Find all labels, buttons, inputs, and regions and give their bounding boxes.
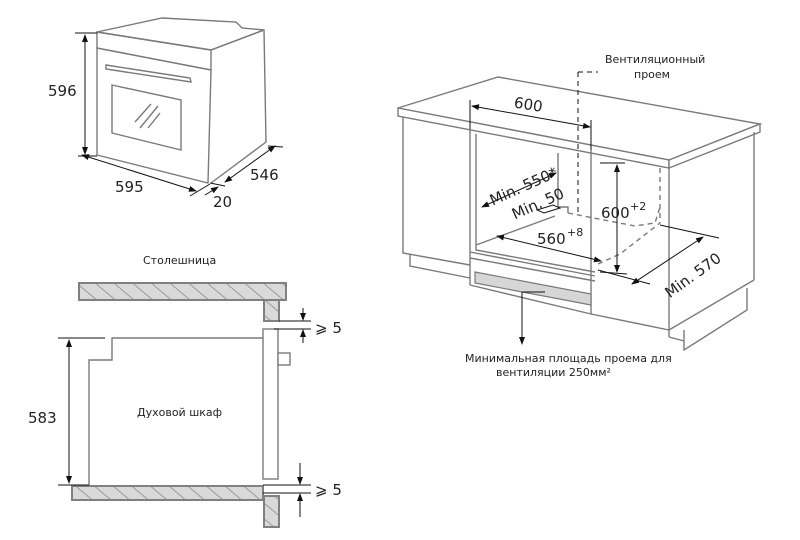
right-cabinet-bottom xyxy=(590,279,755,331)
left-plinth xyxy=(409,254,471,279)
bottom-gap-value: ⩾ 5 xyxy=(315,481,342,499)
dim-ext-line xyxy=(659,224,720,239)
shelf-lip-section xyxy=(263,495,280,528)
niche-bottom xyxy=(469,284,592,315)
vent-label: проем xyxy=(634,68,670,81)
niche-height-tolerance: +2 xyxy=(630,200,646,213)
right-plinth-front xyxy=(668,336,685,342)
shelf-edge xyxy=(469,257,596,282)
countertop-side xyxy=(668,122,761,170)
cabinet-3d-view: Вентиляционный проем 600 Min. 550* Min. … xyxy=(397,53,763,379)
door-offset-dimension-line xyxy=(204,186,219,196)
vent-opening xyxy=(474,271,592,306)
right-plinth xyxy=(683,288,748,352)
oven-label: Духовой шкаф xyxy=(137,406,222,419)
min-gap-marker xyxy=(535,204,562,214)
niche-floor-hidden xyxy=(597,222,661,265)
niche-back-wall xyxy=(557,153,569,213)
countertop-label: Столешница xyxy=(143,254,216,267)
cabinet-depth-value: Min. 570 xyxy=(662,249,725,302)
countertop-section xyxy=(78,282,287,301)
dim-ext-line xyxy=(189,183,211,197)
section-view: Столешница Духовой шкаф 583 ⩾ 5 ⩾ 5 xyxy=(28,254,342,528)
glass-reflection xyxy=(134,103,152,123)
depth-dimension-line xyxy=(224,145,276,183)
oven-door-section xyxy=(262,328,279,480)
oven-height-value: 596 xyxy=(48,82,77,100)
oven-depth-value: 546 xyxy=(250,166,279,184)
oven-door xyxy=(96,47,212,184)
left-cabinet xyxy=(402,117,471,266)
oven-side xyxy=(210,28,267,184)
dim-ext-line xyxy=(267,145,284,148)
door-offset-value: 20 xyxy=(213,193,232,211)
niche-floor-front xyxy=(475,245,596,273)
glass-reflection xyxy=(139,105,159,129)
shelf-edge xyxy=(469,251,596,277)
vent-label: Вентиляционный xyxy=(605,53,705,66)
oven-body-outline xyxy=(88,337,263,485)
oven-window xyxy=(111,84,182,151)
vent-area-label: вентиляции 250мм² xyxy=(496,366,611,379)
shelf-section xyxy=(71,485,264,501)
width-dimension-line xyxy=(81,154,197,192)
inner-width-value: 560 xyxy=(537,230,566,248)
top-gap-value: ⩾ 5 xyxy=(315,319,342,337)
niche-floor-left xyxy=(475,215,556,246)
oven-3d-view: 596 595 546 20 xyxy=(48,17,284,211)
niche-height-value: 600 xyxy=(601,204,630,222)
oven-section-height-value: 583 xyxy=(28,409,57,427)
countertop-lip-section xyxy=(263,299,280,322)
cabinet-depth-dimension-line xyxy=(631,236,704,285)
oven-handle-section xyxy=(277,352,291,366)
min-depth-dimension-line xyxy=(481,172,557,208)
inner-width-tolerance: +8 xyxy=(567,226,583,239)
inner-width-dimension-line xyxy=(496,234,602,263)
niche-width-dimension-line xyxy=(471,104,591,129)
oven-width-value: 595 xyxy=(115,178,144,196)
door-handle xyxy=(105,64,192,83)
glass-reflection xyxy=(147,112,161,129)
vent-area-label: Минимальная площадь проема для xyxy=(465,352,672,365)
dim-ext-line xyxy=(599,271,628,275)
dim-ext-line xyxy=(209,182,226,187)
niche-width-value: 600 xyxy=(513,94,544,116)
